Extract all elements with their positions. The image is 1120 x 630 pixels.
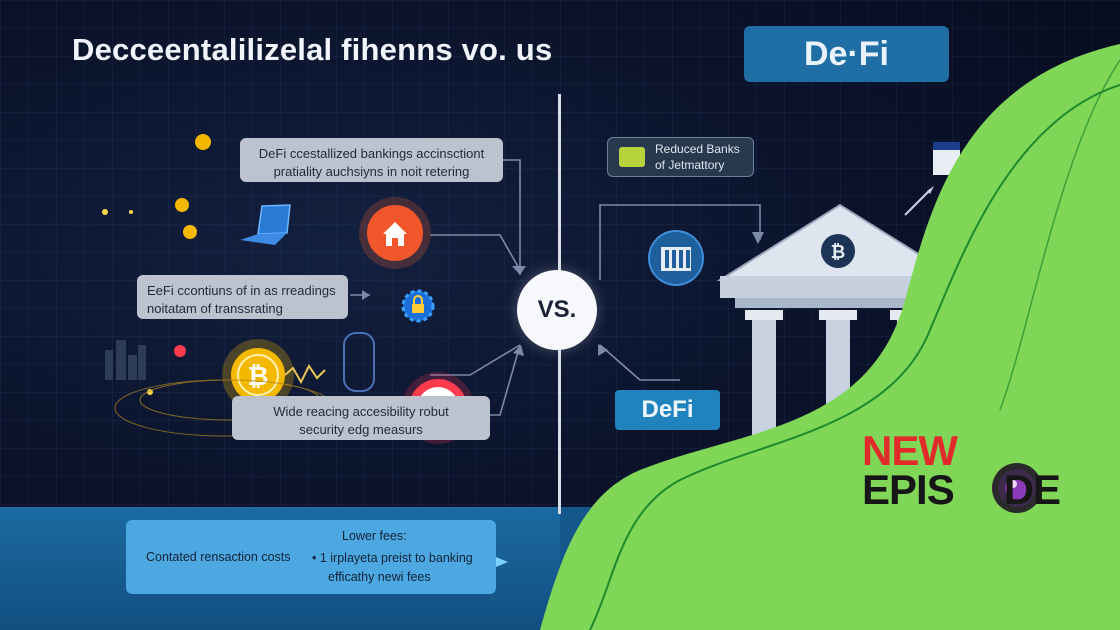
caption-line: of Jetmattory xyxy=(655,158,725,172)
episode-label-end: DE xyxy=(1003,466,1061,513)
bitcoin-coin-icon: ₿ xyxy=(231,348,285,402)
caption-line: DeFi ccestallized bankings accinsctiont xyxy=(258,146,485,161)
caption-box-2: EeFi ccontiuns of in as rreadings noitat… xyxy=(137,275,348,319)
archway-icon xyxy=(343,332,375,392)
caption-line: pratiality auchsiyns in noit retering xyxy=(273,164,470,179)
wave-line xyxy=(589,84,1120,630)
episode-label: EPIS DE xyxy=(862,466,1061,514)
caption-line: Reduced Banks xyxy=(655,142,740,156)
caption-line: EeFi ccontiuns of in as rreadings xyxy=(147,283,336,298)
caption-box-3: Wide reacing accesibility robut security… xyxy=(232,396,490,440)
house-icon xyxy=(367,205,423,261)
laptop-icon xyxy=(240,204,291,245)
page-title: Decceentalilizelal fihenns vo. us xyxy=(72,32,553,67)
city-skyline-icon xyxy=(105,340,146,380)
caption-line: Wide reacing accesibility robut xyxy=(273,404,449,419)
caption-line: noitatam of transsrating xyxy=(147,301,283,316)
small-coin-icon xyxy=(102,134,211,395)
vs-circle: VS. xyxy=(517,270,597,350)
green-wave-shape xyxy=(540,44,1120,630)
mini-bank-icon xyxy=(648,230,704,286)
caption-box-1: DeFi ccestallized bankings accinsctiont … xyxy=(240,138,503,182)
camera-lens-icon xyxy=(992,463,1042,513)
fees-line-1: • 1 irplayeta preist to banking xyxy=(312,551,473,565)
card-icon xyxy=(619,147,645,167)
episode-label-start: EPIS xyxy=(862,466,955,513)
caption-line: security edg measurs xyxy=(299,422,423,437)
svg-text:₿: ₿ xyxy=(831,242,846,262)
connector-line xyxy=(503,159,521,275)
lock-badge-icon xyxy=(401,289,435,323)
fees-info-box: Contated rensaction costs Lower fees: • … xyxy=(126,520,496,594)
defi-badge-top: De·Fi xyxy=(744,26,949,82)
fees-heading: Lower fees: xyxy=(342,529,407,543)
new-label: NEW xyxy=(862,427,958,474)
caption-box-right: Reduced Banks of Jetmattory xyxy=(607,137,754,177)
fees-line-2: efficathy newi fees xyxy=(328,570,431,584)
fees-left-text: Contated rensaction costs xyxy=(146,550,291,564)
defi-badge-mid: DeFi xyxy=(615,390,720,430)
svg-text:₿: ₿ xyxy=(247,361,268,391)
